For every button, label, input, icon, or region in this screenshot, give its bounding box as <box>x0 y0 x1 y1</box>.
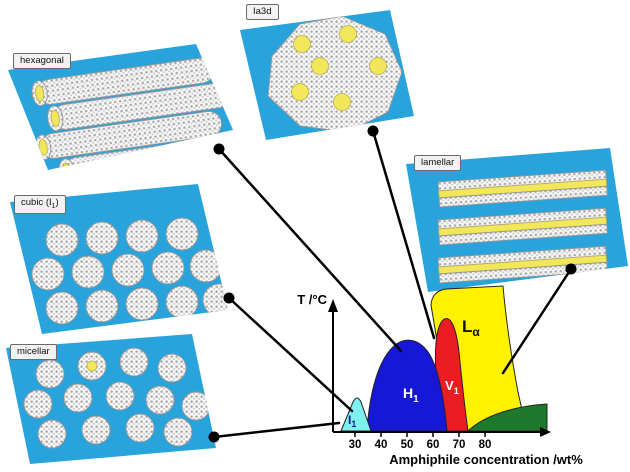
tick-50: 50 <box>401 439 414 451</box>
connector-dots <box>208 125 577 443</box>
dot-hexagonal <box>213 143 225 155</box>
x-axis-label: Amphiphile concentration /wt% <box>389 452 583 467</box>
connector-ia3d <box>371 129 436 340</box>
cubic-label-post: ) <box>55 197 59 208</box>
dot-ia3d <box>367 125 379 137</box>
cubic-label-sub: 1 <box>51 202 56 210</box>
y-axis-arrow <box>328 299 338 312</box>
cubic-structure <box>31 217 228 325</box>
connector-micellar <box>212 421 341 439</box>
y-axis-label: T /°C <box>297 292 327 307</box>
x-axis-ticks <box>354 432 486 437</box>
tick-80: 80 <box>479 439 492 451</box>
ia3d-structure <box>267 15 403 133</box>
phase-region-green <box>466 403 548 432</box>
phase-label-h1: H1 <box>403 385 419 405</box>
connectors <box>212 129 573 439</box>
hexagonal-label-text: hexagonal <box>20 55 64 66</box>
dot-lamellar <box>565 263 577 275</box>
tick-30: 30 <box>349 439 362 451</box>
phase-label-la: Lα <box>462 317 480 339</box>
phase-label-i1: I1 <box>348 413 356 429</box>
tick-40: 40 <box>375 439 388 451</box>
dot-cubic <box>223 292 235 304</box>
cubic-label-pre: cubic (I <box>21 197 52 208</box>
x-axis-tick-labels: 30 40 50 60 70 80 <box>349 439 492 451</box>
tick-60: 60 <box>427 439 440 451</box>
phase-region-i1 <box>340 397 372 432</box>
dot-micellar <box>208 431 220 443</box>
micellar-label: micellar <box>10 344 57 360</box>
tick-70: 70 <box>453 439 466 451</box>
micelle-core <box>86 360 98 372</box>
lamellar-structure <box>437 169 608 284</box>
lamellar-label-text: lamellar <box>421 157 455 168</box>
micellar-label-text: micellar <box>17 346 50 357</box>
connector-cubic <box>227 296 354 413</box>
connector-hexagonal <box>217 147 403 353</box>
cubic-label: cubic (I1) <box>14 195 66 214</box>
ia3d-label-text: Ia3d <box>253 6 272 17</box>
ia3d-label: Ia3d <box>246 4 279 20</box>
connector-lamellar <box>501 267 573 375</box>
lamellar-label: lamellar <box>414 155 462 171</box>
phase-label-v1: V1 <box>445 378 460 397</box>
micellar-structure <box>23 347 211 449</box>
phase-region-h1 <box>366 339 448 432</box>
hexagonal-label: hexagonal <box>13 53 71 69</box>
x-axis-arrow <box>540 427 551 437</box>
